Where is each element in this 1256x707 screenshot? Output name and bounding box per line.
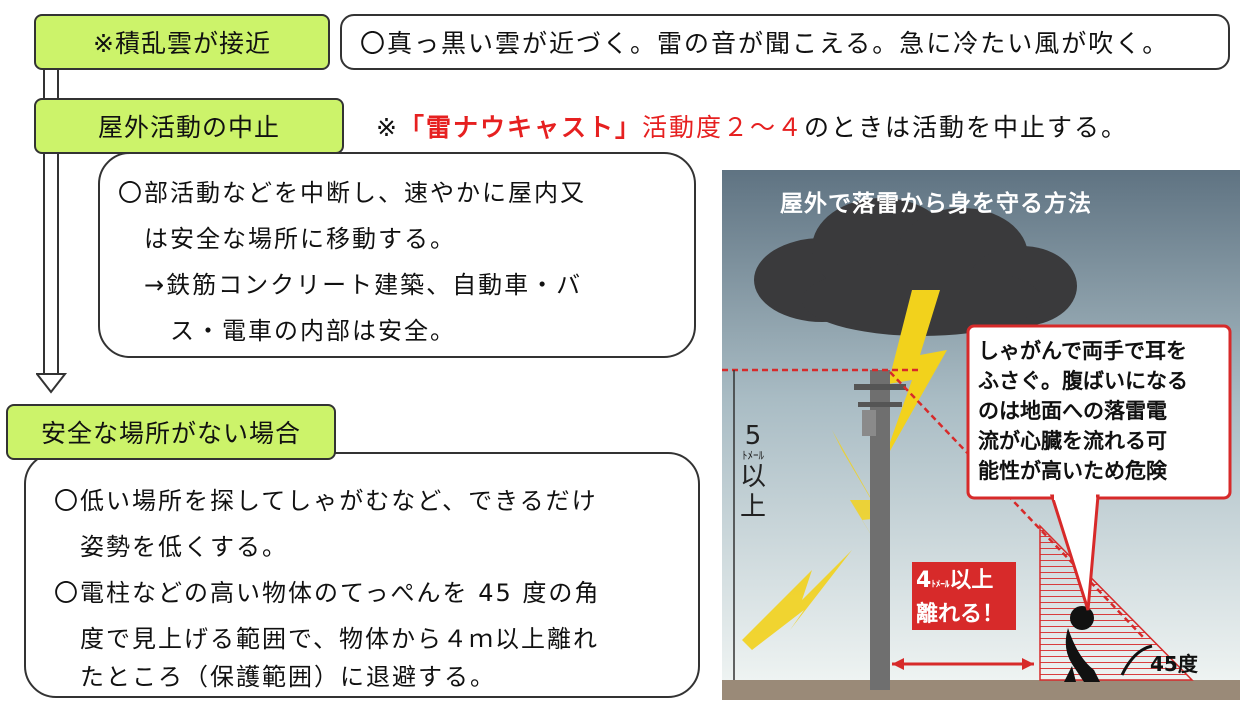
distance-label-rest: 以上 <box>949 568 994 593</box>
utility-pole <box>870 370 890 690</box>
approach-label-text: ※積乱雲が接近 <box>93 29 271 58</box>
height-label-rest-1: 以 <box>739 462 766 492</box>
move-line-1: 〇部活動などを中断し、速やかに屋内又 <box>118 179 586 207</box>
height-label-unit: ﾄﾒｰﾙ <box>742 449 764 462</box>
no-safe-label-text: 安全な場所がない場合 <box>40 419 301 448</box>
approach-label: ※積乱雲が接近 <box>34 14 330 70</box>
ground <box>722 680 1240 700</box>
move-line-3: →鉄筋コンクリート建築、自動車・バ <box>144 271 583 299</box>
stop-label: 屋外活動の中止 <box>34 98 344 154</box>
move-line-2: は安全な場所に移動する。 <box>144 225 456 253</box>
stop-note: ※「雷ナウキャスト」活動度２～４のときは活動を中止する。 <box>376 108 1128 144</box>
lightning-safety-illustration: 屋外で落雷から身を守る方法 しゃがんで両手で耳を ふさぐ。腹ばいになる のは地面… <box>722 170 1240 700</box>
lightning-bolt-low <box>742 550 852 650</box>
callout-line-2: ふさぐ。腹ばいになる <box>978 369 1188 393</box>
height-label-num: 5 <box>744 421 762 451</box>
stop-note-suffix: のときは活動を中止する。 <box>803 113 1128 142</box>
no-safe-line-3-pre: 〇電柱などの高い物体のてっぺんを <box>54 579 479 607</box>
distance-label-num: 4 <box>916 568 932 593</box>
no-safe-line-3-post: 度の角 <box>512 579 601 607</box>
distance-label-line-2: 離れる！ <box>916 602 1005 627</box>
lightning-bolt-left <box>832 430 900 582</box>
move-indoors-box: 〇部活動などを中断し、速やかに屋内又 は安全な場所に移動する。 →鉄筋コンクリー… <box>98 152 696 358</box>
callout-text: しゃがんで両手で耳を ふさぐ。腹ばいになる のは地面への落雷電 流が心臓を流れる… <box>978 336 1188 486</box>
angle-label: 45度 <box>1150 652 1198 676</box>
no-safe-place-box: 〇低い場所を探してしゃがむなど、できるだけ 姿勢を低くする。 〇電柱などの高い物… <box>24 452 700 698</box>
callout-line-4: 流が心臓を流れる可 <box>978 429 1167 453</box>
no-safe-line-4: 度で見上げる範囲で、物体から４ｍ以上離れ <box>80 625 600 653</box>
callout-line-5: 能性が高いため危険 <box>978 459 1167 483</box>
approach-note-text: 〇真っ黒い雲が近づく。雷の音が聞こえる。急に冷たい風が吹く。 <box>360 29 1170 58</box>
no-safe-line-3: 〇電柱などの高い物体のてっぺんを 45 度の角 <box>54 570 600 616</box>
callout-line-1: しゃがんで両手で耳を <box>978 339 1187 363</box>
no-safe-line-3-num: 45 <box>478 579 513 607</box>
height-label: 5 ﾄﾒｰﾙ 以 上 <box>736 422 770 522</box>
illustration-title: 屋外で落雷から身を守る方法 <box>780 191 1092 217</box>
nowcast-text: 「雷ナウキャスト」 <box>398 113 642 142</box>
no-safe-label: 安全な場所がない場合 <box>6 404 336 460</box>
crouching-person-icon <box>1064 606 1100 682</box>
no-safe-line-2: 姿勢を低くする。 <box>80 533 288 561</box>
height-label-rest-2: 上 <box>739 492 766 522</box>
thundercloud <box>754 198 1077 336</box>
lightning-bolt-top <box>882 290 947 465</box>
callout-line-3: のは地面への落雷電 <box>978 399 1167 423</box>
distance-label: 4ﾄﾒｰﾙ以上 離れる！ <box>916 566 1012 629</box>
move-line-4: ス・電車の内部は安全。 <box>170 317 456 345</box>
approach-note: 〇真っ黒い雲が近づく。雷の音が聞こえる。急に冷たい風が吹く。 <box>340 14 1230 70</box>
stop-note-prefix: ※ <box>376 113 399 142</box>
distance-badge <box>912 562 1016 630</box>
activity-level-text: 活動度２～４ <box>641 113 804 142</box>
no-safe-line-5: たところ（保護範囲）に退避する。 <box>80 663 496 691</box>
distance-label-unit: ﾄﾒｰﾙ <box>931 580 950 590</box>
stop-label-text: 屋外活動の中止 <box>97 113 280 142</box>
angle-line <box>889 371 1145 639</box>
no-safe-line-1: 〇低い場所を探してしゃがむなど、できるだけ <box>54 487 598 515</box>
